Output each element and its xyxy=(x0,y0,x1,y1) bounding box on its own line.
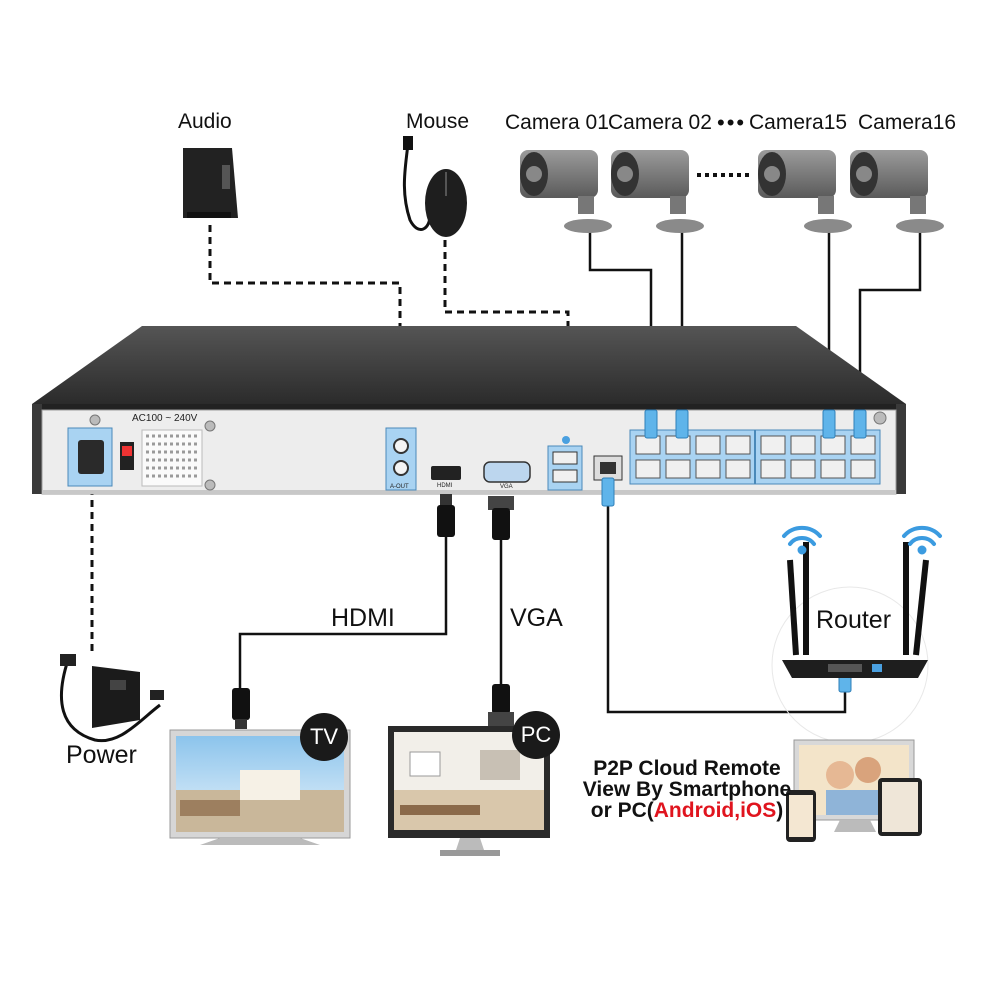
mouse-icon xyxy=(402,136,467,237)
camera-15-icon xyxy=(758,150,852,233)
pc-badge: PC xyxy=(512,711,560,759)
power-rating-label: AC100 ~ 240V xyxy=(132,413,198,424)
vga-plug-bottom xyxy=(488,684,514,726)
speaker-icon xyxy=(183,148,238,218)
camera-15-label: Camera15 xyxy=(749,111,848,134)
remote-devices-icon xyxy=(786,739,922,842)
wifi-icon xyxy=(782,525,942,555)
audio-out-port-label: A-OUT xyxy=(390,484,409,490)
router-icon xyxy=(771,542,929,744)
camera-01-label: Camera 01 xyxy=(505,111,609,134)
hdmi-port-label: HDMI xyxy=(437,483,453,489)
hdmi-cable xyxy=(238,535,448,690)
p2p-line-2: View By Smartphone xyxy=(582,778,792,801)
p2p-line-3-prefix: or PC( xyxy=(590,799,654,822)
hdmi-plug-top xyxy=(437,494,455,537)
p2p-remote-view-text: P2P Cloud Remote View By Smartphone or P… xyxy=(572,758,802,821)
router-cable xyxy=(606,505,847,714)
vga-port-label: VGA xyxy=(500,484,513,490)
p2p-line-3: or PC(Android,iOS) xyxy=(572,800,802,821)
hdmi-plug-bottom xyxy=(232,688,250,729)
camera-02-label: Camera 02 xyxy=(608,111,712,134)
power-adapter-icon xyxy=(60,654,164,743)
mouse-label: Mouse xyxy=(406,110,470,133)
hdmi-label: HDMI xyxy=(331,604,395,632)
tv-badge: TV xyxy=(300,713,348,761)
audio-cable xyxy=(208,225,402,428)
camera-16-icon xyxy=(850,150,944,233)
vga-label: VGA xyxy=(510,604,563,632)
router-label: Router xyxy=(816,606,892,634)
rj45-plugs xyxy=(601,409,867,693)
p2p-line-1: P2P Cloud Remote xyxy=(593,757,781,780)
camera-ellipsis: ••• xyxy=(717,110,747,135)
audio-label: Audio xyxy=(178,110,232,133)
tv-icon xyxy=(169,729,351,845)
power-label: Power xyxy=(66,741,137,769)
p2p-platforms: Android,iOS xyxy=(653,799,777,822)
nvr-recorder xyxy=(32,326,906,495)
camera-16-label: Camera16 xyxy=(858,111,957,134)
p2p-line-3-suffix: ) xyxy=(776,799,784,822)
vga-plug-top xyxy=(488,496,514,540)
camera-02-icon xyxy=(611,150,704,233)
camera-01-icon xyxy=(520,150,612,233)
